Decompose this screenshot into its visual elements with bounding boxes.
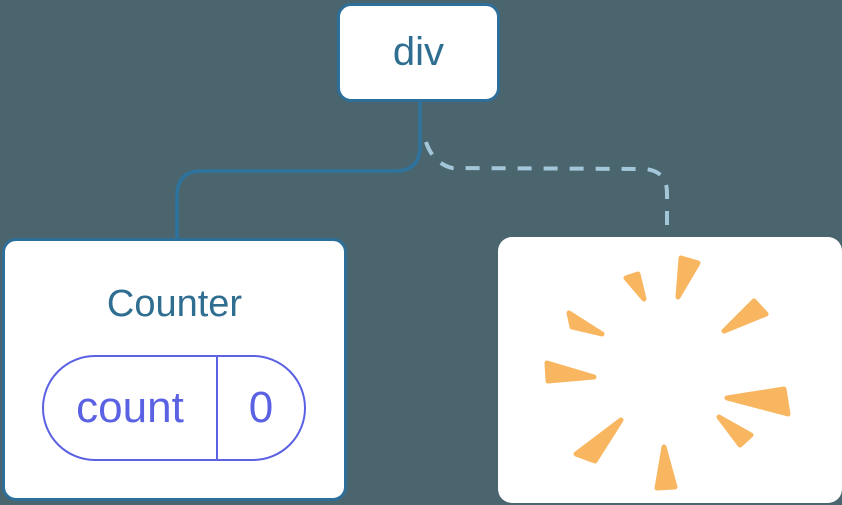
poof-ray xyxy=(566,310,605,337)
tree-node-counter: Counter count 0 xyxy=(2,238,347,501)
poof-ray xyxy=(573,417,624,464)
state-value-label: 0 xyxy=(248,383,274,432)
poof-ray xyxy=(724,386,791,417)
dashed-connector xyxy=(424,141,669,240)
solid-connector xyxy=(175,100,422,240)
poof-ray xyxy=(716,414,754,448)
node-div-label: div xyxy=(392,30,445,74)
component-name-label: Counter xyxy=(106,283,243,325)
poof-ray xyxy=(544,360,597,384)
poof-ray xyxy=(721,298,769,334)
state-pill: count 0 xyxy=(42,355,306,461)
state-name-label: count xyxy=(44,357,218,459)
poof-ray xyxy=(623,271,647,302)
tree-node-div: div xyxy=(337,3,500,102)
poof-ray xyxy=(675,255,701,300)
poof-icon xyxy=(544,255,791,491)
poof-ray xyxy=(654,444,678,491)
tree-node-removed xyxy=(498,237,842,503)
